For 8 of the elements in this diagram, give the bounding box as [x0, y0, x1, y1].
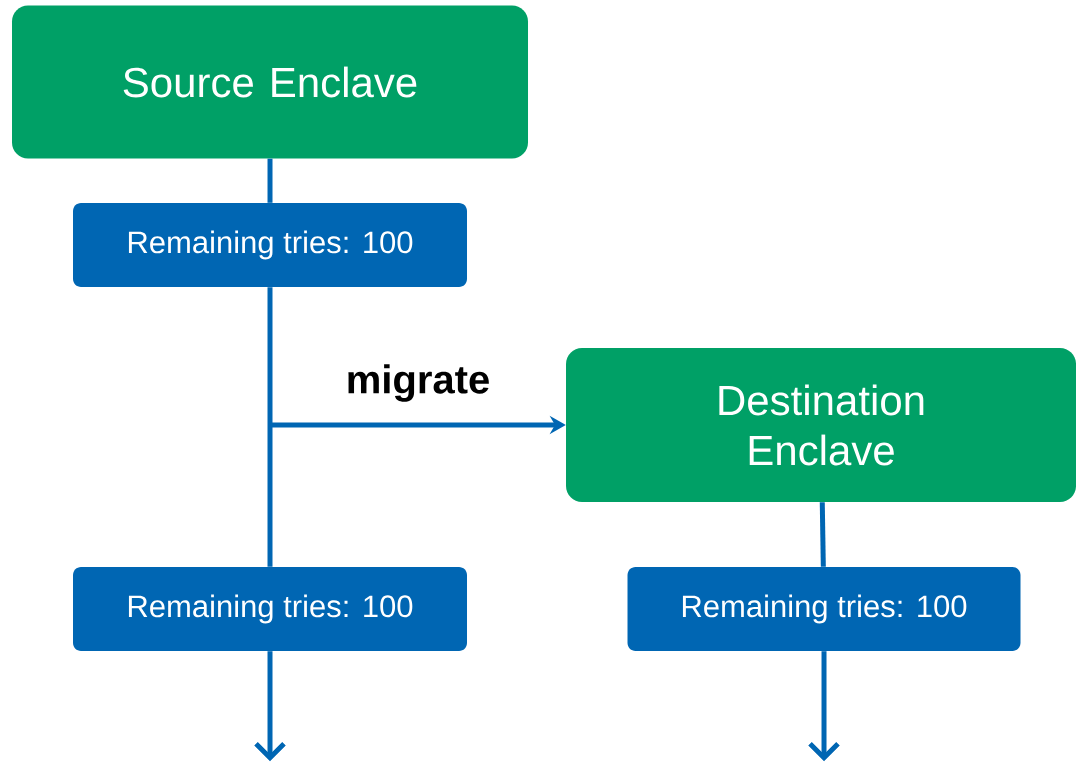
counter-box: Remaining tries: 100: [73, 203, 467, 287]
counter-box: Remaining tries: 100: [627, 567, 1021, 651]
enclave-box: Source Enclave: [12, 5, 528, 159]
edge-label: migrate: [348, 364, 489, 402]
arrow: [808, 651, 840, 762]
enclave-box: Destination Enclave: [566, 348, 1076, 502]
arrow: [254, 651, 286, 762]
counter-box: Remaining tries: 100: [73, 567, 467, 651]
